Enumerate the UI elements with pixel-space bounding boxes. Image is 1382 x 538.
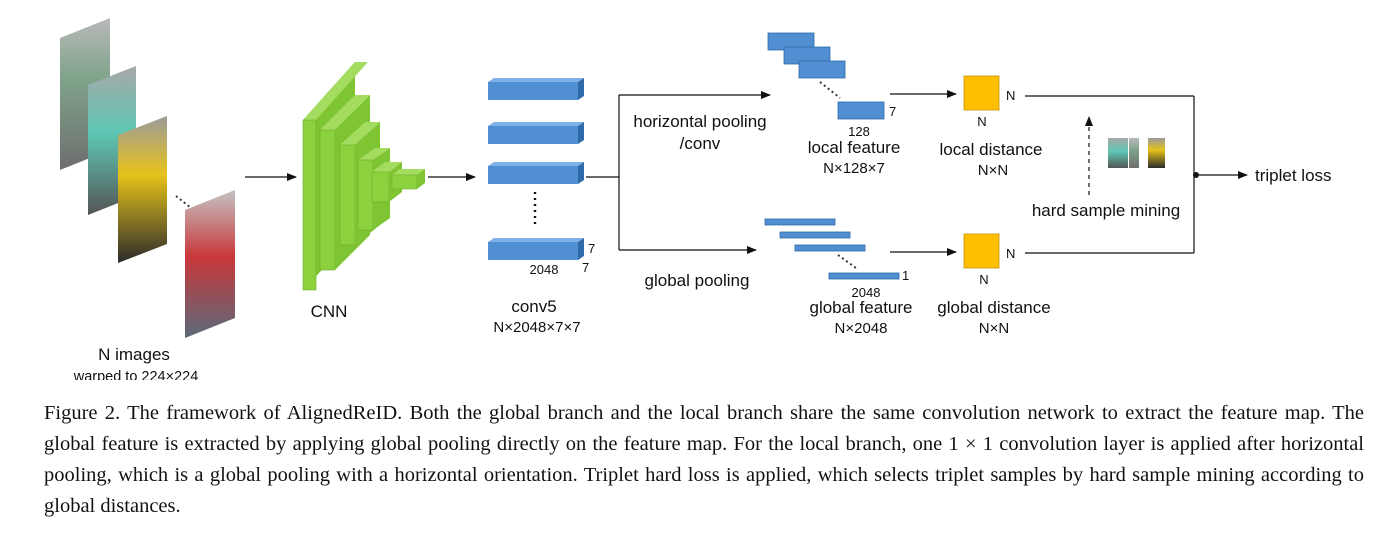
local-feature-label: local feature [808,138,901,157]
conv5-dims: N×2048×7×7 [493,319,580,336]
mined-sample-image-1 [1108,138,1128,168]
conv5-width-label: 2048 [530,262,559,277]
input-label: N images [98,345,170,364]
local-feature-width: 128 [848,124,870,139]
global-distance-label: global distance [937,298,1050,317]
input-images: N images warped to 224×224 [60,18,235,380]
cnn-block [302,62,425,291]
local-distance-n-below: N [977,114,986,129]
local-distance-dims: N×N [978,162,1008,179]
local-distance-matrix [963,75,1000,111]
caption-text: The framework of AlignedReID. Both the g… [44,402,1364,517]
global-pooling-label: global pooling [645,271,750,290]
mined-sample-image-3 [1148,138,1165,168]
triplet-loss-label: triplet loss [1255,166,1332,185]
conv5-slab [488,122,584,144]
global-feature-label: global feature [809,298,912,317]
conv5-height-label: 7 [588,241,595,256]
conv5-slab [488,162,584,184]
mined-sample-image-2 [1129,138,1139,168]
input-sublabel: warped to 224×224 [73,369,199,380]
global-distance-matrix [963,233,1000,269]
conv5-slab [488,78,584,100]
global-distance-n-below: N [979,272,988,287]
local-feature-dims: N×128×7 [823,160,885,177]
global-distance-n-right: N [1006,246,1015,261]
ellipsis-dots [819,81,841,99]
hard-mining-label: hard sample mining [1032,201,1180,220]
conv5-depth-label: 7 [582,260,589,275]
global-feature-width: 2048 [852,285,881,300]
figure-caption: Figure 2. The framework of AlignedReID. … [44,398,1364,522]
caption-prefix: Figure 2. [44,402,121,424]
person-image-3 [118,116,167,263]
person-image-4 [185,190,235,338]
horizontal-pooling-label-2: /conv [680,134,721,153]
global-feature: 1 2048 [764,218,909,300]
conv5-slab [488,238,584,260]
ellipsis-dots [837,254,857,269]
framework-diagram: N images warped to 224×224 CNN [60,18,1332,380]
cnn-label: CNN [311,302,348,321]
global-feature-dims: N×2048 [835,320,888,337]
local-distance-label: local distance [939,140,1042,159]
local-distance-n-right: N [1006,88,1015,103]
global-distance-dims: N×N [979,320,1009,337]
local-feature: 7 128 [767,32,896,139]
local-feature-height: 7 [889,104,896,119]
conv5-feature-map: 7 7 2048 [488,78,595,277]
conv5-label: conv5 [511,297,556,316]
horizontal-pooling-label: horizontal pooling [633,112,766,131]
global-feature-height: 1 [902,268,909,283]
